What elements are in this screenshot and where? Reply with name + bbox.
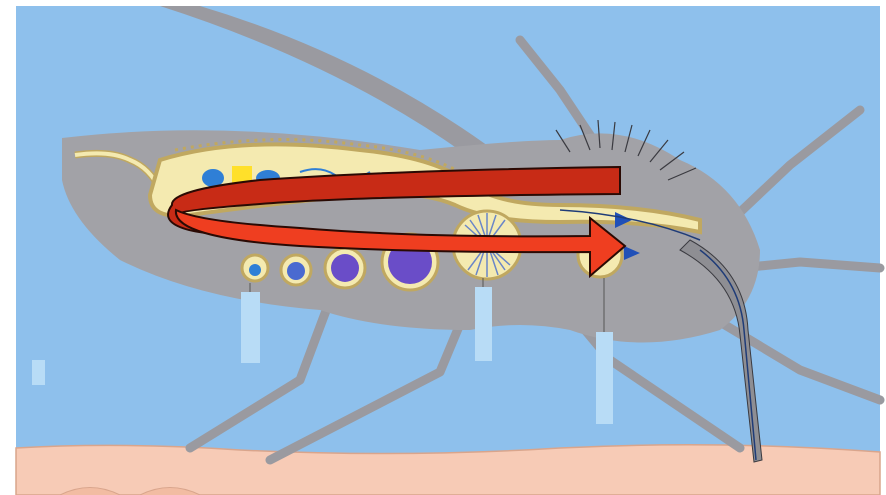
blue-organ-1 <box>202 169 224 187</box>
label-box-1[interactable] <box>241 292 260 363</box>
label-box-2[interactable] <box>475 287 492 361</box>
label-box-3[interactable] <box>596 332 613 424</box>
label-box-4[interactable] <box>32 360 45 385</box>
skin-surface <box>16 445 880 495</box>
